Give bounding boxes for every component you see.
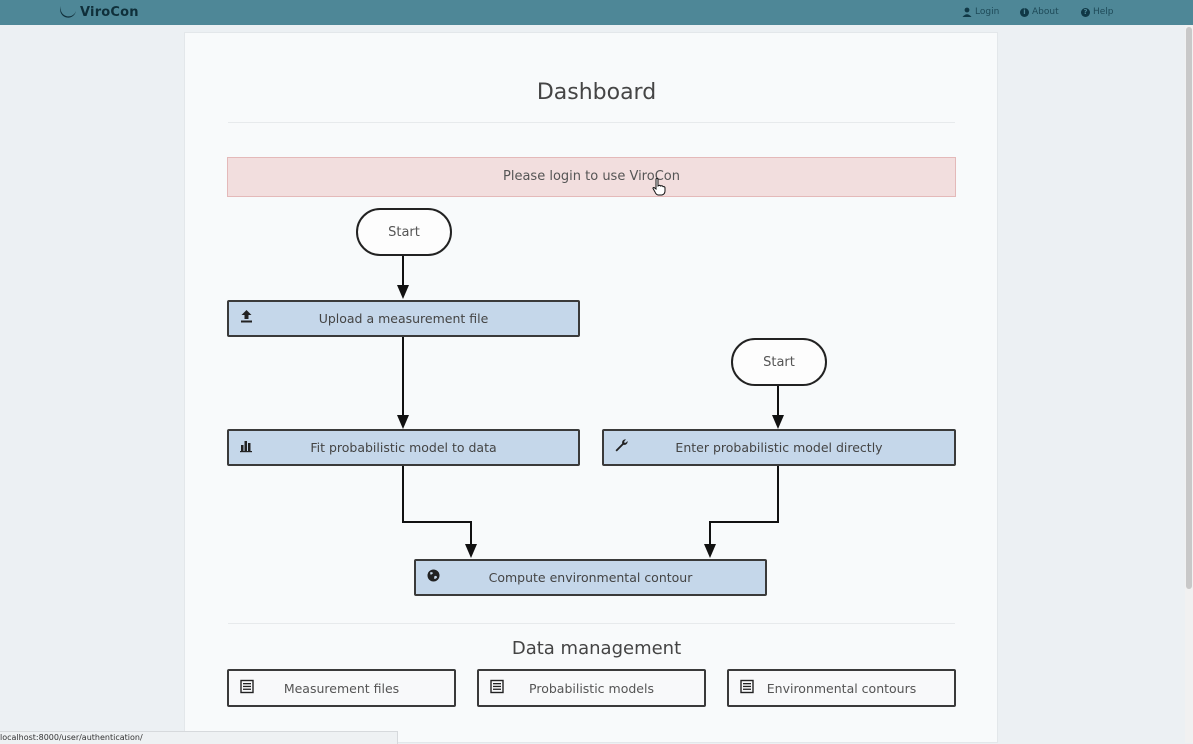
list-icon	[240, 679, 254, 694]
nav-login-label: Login	[975, 7, 1000, 17]
upload-label: Upload a measurement file	[318, 311, 489, 326]
start-terminal-right: Start	[731, 338, 827, 386]
compute-label: Compute environmental contour	[488, 570, 693, 585]
data-management-title: Data management	[511, 638, 682, 659]
list-icon	[490, 679, 504, 694]
probabilistic-models-button[interactable]: Probabilistic models	[477, 669, 706, 707]
scrollbar-thumb[interactable]	[1186, 27, 1192, 589]
start-label-left: Start	[388, 224, 420, 240]
top-navbar: ViroCon Login i About ? Help	[0, 0, 1193, 25]
measurement-files-button[interactable]: Measurement files	[227, 669, 456, 707]
fit-model-button[interactable]: Fit probabilistic model to data	[227, 429, 580, 466]
start-label-right: Start	[763, 354, 795, 370]
wrench-icon	[615, 439, 628, 452]
info-icon: i	[1020, 7, 1029, 17]
enter-label: Enter probabilistic model directly	[675, 440, 883, 455]
start-terminal-left: Start	[356, 208, 452, 256]
page-title: Dashboard	[536, 80, 657, 105]
question-icon: ?	[1081, 7, 1090, 17]
brand-name: ViroCon	[80, 5, 139, 20]
virocon-logo-icon	[60, 6, 76, 18]
section-divider	[228, 623, 955, 624]
hand-cursor-icon	[652, 178, 666, 196]
measurement-files-label: Measurement files	[283, 680, 400, 696]
environmental-contours-label: Environmental contours	[766, 680, 917, 696]
nav-about-label: About	[1032, 7, 1059, 17]
compute-contour-button[interactable]: Compute environmental contour	[414, 559, 767, 596]
upload-measurement-button[interactable]: Upload a measurement file	[227, 300, 580, 337]
user-icon	[962, 7, 972, 17]
enter-model-button[interactable]: Enter probabilistic model directly	[602, 429, 956, 466]
bar-chart-icon	[240, 441, 252, 453]
nav-login[interactable]: Login	[962, 4, 999, 20]
nav-help-label: Help	[1093, 7, 1114, 17]
environmental-contours-button[interactable]: Environmental contours	[727, 669, 956, 707]
main-panel	[184, 32, 998, 743]
login-alert[interactable]: Please login to use ViroCon	[227, 157, 956, 197]
title-divider	[228, 122, 955, 123]
globe-icon	[427, 569, 440, 582]
upload-icon	[241, 310, 252, 323]
nav-help[interactable]: ? Help	[1081, 4, 1114, 20]
brand[interactable]: ViroCon	[58, 3, 139, 22]
nav-about[interactable]: i About	[1020, 4, 1059, 20]
fit-label: Fit probabilistic model to data	[310, 440, 497, 455]
browser-status-bar: localhost:8000/user/authentication/	[0, 731, 398, 744]
probabilistic-models-label: Probabilistic models	[529, 680, 654, 696]
vertical-scrollbar[interactable]	[1185, 25, 1193, 743]
list-icon	[740, 679, 754, 694]
